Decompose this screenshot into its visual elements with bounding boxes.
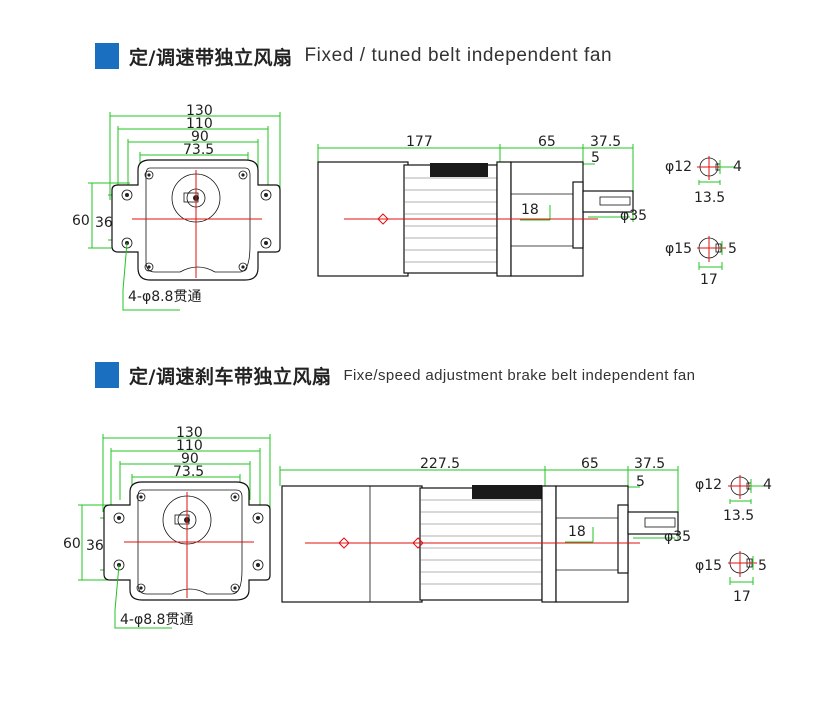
title-marker [95,362,119,388]
section-title-cn: 定/调速带独立风扇 [129,46,293,69]
section-title-brake: 定/调速刹车带独立风扇 Fixe/speed adjustment brake … [95,360,695,390]
mounting-hole [136,583,146,593]
shaft-dia: φ15 [695,558,722,574]
mounting-hole [136,492,146,502]
side-view-1: 177 65 37.5 5 φ35 18 [317,134,647,277]
shaft-dia: φ15 [665,241,692,257]
dim-5: 5 [591,150,600,166]
dim-36: 36 [86,538,104,554]
shaft-key: 4 [733,159,742,175]
mounting-hole [238,170,248,180]
shaft-key: 4 [763,477,772,493]
mounting-hole [238,262,248,272]
shaft-key: 5 [728,241,737,257]
dim-60: 60 [63,536,81,552]
shaft-height: 17 [700,272,718,288]
shaft-height: 17 [733,589,751,605]
dim-18: 18 [521,202,539,218]
front-view-2: 130 110 90 73.5 60 36 4-φ8.8贯通 [63,425,271,629]
mounting-hole [252,559,264,571]
dim-37-5: 37.5 [634,456,665,472]
section-title-en: Fixe/speed adjustment brake belt indepen… [343,366,696,384]
dim-65: 65 [581,456,599,472]
dim-65: 65 [538,134,556,150]
shaft-dia: φ12 [665,159,692,175]
section-title-cn: 定/调速刹车带独立风扇 [129,365,332,388]
dim-227-5: 227.5 [420,456,460,472]
shaft-key: 5 [758,558,767,574]
mounting-hole [144,170,154,180]
mounting-hole [121,189,133,201]
dim-130: 130 [176,425,203,441]
mounting-hole [230,492,240,502]
dim-90: 90 [181,451,199,467]
shaft-detail-phi15: φ15 5 17 [665,236,737,288]
shaft-height: 13.5 [723,508,754,524]
mounting-hole [260,237,272,249]
hole-note: 4-φ8.8贯通 [120,612,193,628]
front-view-1: 130 110 90 73.5 60 36 4-φ8.8贯通 [72,103,281,311]
dim-177: 177 [406,134,433,150]
title-marker [95,43,119,69]
shaft-detail-phi12: φ12 4 13.5 [665,156,742,206]
dim-37-5: 37.5 [590,134,621,150]
dim-73-5: 73.5 [173,464,204,480]
dim-110: 110 [186,116,213,132]
side-view-2: 227.5 65 37.5 5 φ35 18 [279,456,691,603]
shaft-detail-phi15: φ15 5 17 [695,551,767,605]
section-title-en: Fixed / tuned belt independent fan [304,45,613,66]
mounting-hole [144,262,154,272]
hole-note: 4-φ8.8贯通 [128,289,201,305]
dim-110: 110 [176,438,203,454]
mounting-hole [252,512,264,524]
shaft-dia: φ12 [695,477,722,493]
dim-60: 60 [72,213,90,229]
dim-phi35: φ35 [664,529,691,545]
dim-130: 130 [186,103,213,119]
dim-73-5: 73.5 [183,142,214,158]
section-title-fixed-tuned: 定/调速带独立风扇 Fixed / tuned belt independent… [95,41,612,71]
dim-90: 90 [191,129,209,145]
shaft-detail-phi12: φ12 4 13.5 [695,475,772,524]
mounting-hole [260,189,272,201]
shaft-height: 13.5 [694,190,725,206]
dim-18: 18 [568,524,586,540]
mounting-hole [113,512,125,524]
dim-phi35: φ35 [620,208,647,224]
dim-5: 5 [636,474,645,490]
mounting-hole [230,583,240,593]
dim-36: 36 [95,215,113,231]
